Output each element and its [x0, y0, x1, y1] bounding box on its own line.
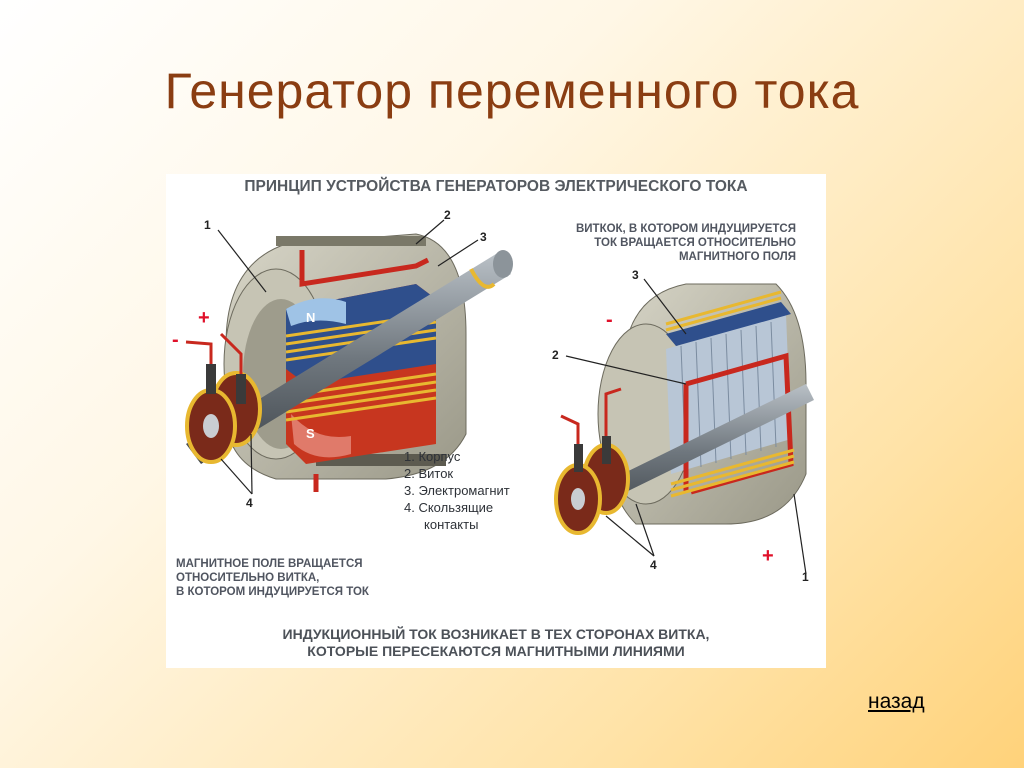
generator-diagram: ПРИНЦИП УСТРОЙСТВА ГЕНЕРАТОРОВ ЭЛЕКТРИЧЕ… — [166, 174, 826, 668]
note-right: ВИТКОК, В КОТОРОМ ИНДУЦИРУЕТСЯ ТОК ВРАЩА… — [536, 222, 796, 264]
note-right-line: ВИТКОК, В КОТОРОМ ИНДУЦИРУЕТСЯ — [575, 223, 796, 235]
left-plus-sign: + — [198, 307, 210, 329]
right-plus-sign: + — [762, 545, 774, 567]
bottom-caption: ИНДУКЦИОННЫЙ ТОК ВОЗНИКАЕТ В ТЕХ СТОРОНА… — [166, 626, 826, 660]
callout-left-3: 3 — [480, 230, 487, 244]
callout-left-4: 4 — [246, 496, 253, 510]
note-right-line: МАГНИТНОГО ПОЛЯ — [678, 251, 796, 263]
note-left-line: В КОТОРОМ ИНДУЦИРУЕТСЯ ТОК — [176, 586, 369, 598]
legend-item-slip-contacts: 4. Скользящие — [404, 500, 494, 515]
legend-item-coil: 2. Виток — [404, 466, 454, 481]
callout-right-2: 2 — [552, 348, 559, 362]
note-left-line: ОТНОСИТЕЛЬНО ВИТКА, — [176, 572, 320, 584]
note-left: МАГНИТНОЕ ПОЛЕ ВРАЩАЕТСЯ ОТНОСИТЕЛЬНО ВИ… — [176, 557, 436, 599]
right-minus-sign: - — [606, 309, 613, 331]
legend-item-electromagnet: 3. Электромагнит — [404, 483, 510, 498]
note-right-line: ТОК ВРАЩАЕТСЯ ОТНОСИТЕЛЬНО — [594, 237, 796, 249]
bottom-caption-line: ИНДУКЦИОННЫЙ ТОК ВОЗНИКАЕТ В ТЕХ СТОРОНА… — [282, 626, 710, 642]
left-generator — [185, 219, 513, 495]
slide-title: Генератор переменного тока — [164, 63, 860, 119]
bottom-caption-line: КОТОРЫЕ ПЕРЕСЕКАЮТСЯ МАГНИТНЫМИ ЛИНИЯМИ — [307, 643, 685, 659]
back-link[interactable]: назад — [868, 690, 925, 713]
callout-left-1: 1 — [204, 218, 211, 232]
diagram-heading: ПРИНЦИП УСТРОЙСТВА ГЕНЕРАТОРОВ ЭЛЕКТРИЧЕ… — [244, 178, 748, 195]
diagram-drawing — [185, 219, 814, 575]
legend-item-slip-contacts-cont: контакты — [424, 517, 479, 532]
parts-legend: 1. Корпус 2. Виток 3. Электромагнит 4. С… — [404, 448, 510, 533]
callout-right-4: 4 — [650, 558, 657, 572]
pole-north-label: N — [306, 310, 316, 325]
note-left-line: МАГНИТНОЕ ПОЛЕ ВРАЩАЕТСЯ — [176, 558, 363, 570]
right-generator — [554, 278, 814, 575]
pole-south-label: S — [306, 426, 315, 441]
callout-left-2: 2 — [444, 208, 451, 222]
left-minus-sign: - — [172, 329, 179, 351]
callout-right-1: 1 — [802, 570, 809, 584]
legend-item-housing: 1. Корпус — [404, 449, 461, 464]
callout-right-3: 3 — [632, 268, 639, 282]
